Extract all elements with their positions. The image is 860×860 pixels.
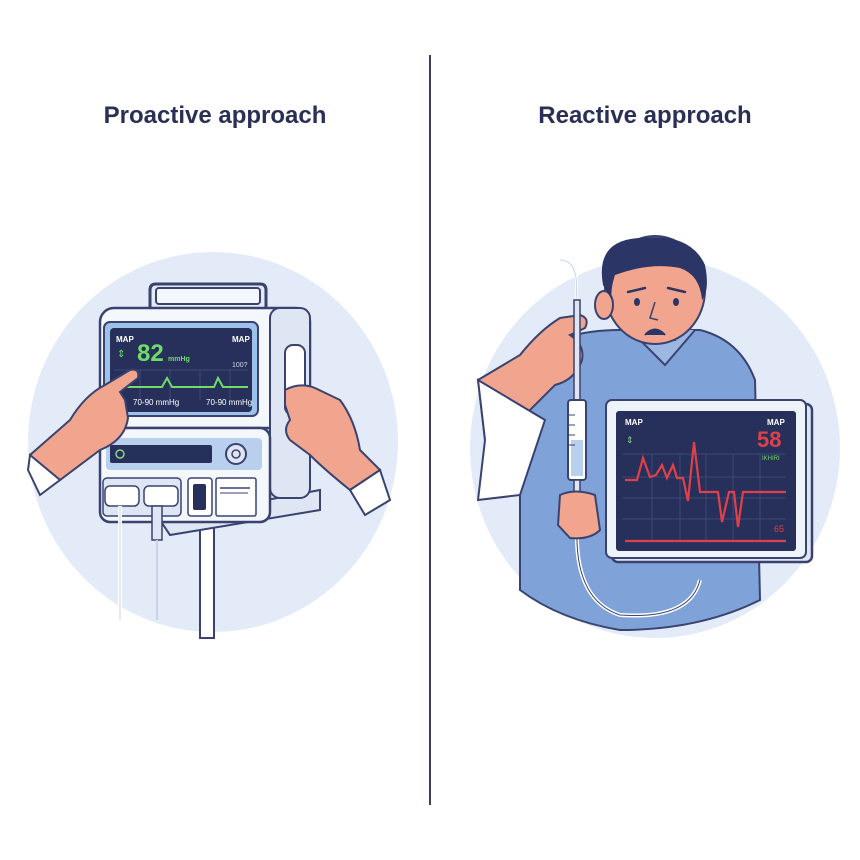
reactive-map-label-left: MAP <box>625 418 643 427</box>
left-hand <box>28 368 140 492</box>
reactive-threshold: 65 <box>774 524 784 534</box>
proactive-map-label-left: MAP <box>116 335 134 344</box>
reactive-map-label-right: MAP <box>767 418 785 427</box>
reactive-title: Reactive approach <box>538 102 752 129</box>
clinician-hair <box>601 237 707 300</box>
proactive-map-unit: mmHg <box>168 356 190 363</box>
proactive-range-right: 70-90 mmHg <box>206 398 252 407</box>
reactive-sub-label: IKHIRI <box>762 456 780 462</box>
svg-text:⇕: ⇕ <box>117 349 125 360</box>
proactive-map-value: 82 <box>137 340 164 367</box>
proactive-title: Proactive approach <box>103 102 327 129</box>
center-divider <box>429 55 431 805</box>
reactive-map-value: 58 <box>757 427 781 452</box>
proactive-range-left: 70-90 mmHg <box>133 398 179 407</box>
proactive-map-label-right: MAP <box>232 335 250 344</box>
proactive-secondary-value: 100? <box>232 362 248 369</box>
svg-text:⇕: ⇕ <box>626 435 634 445</box>
